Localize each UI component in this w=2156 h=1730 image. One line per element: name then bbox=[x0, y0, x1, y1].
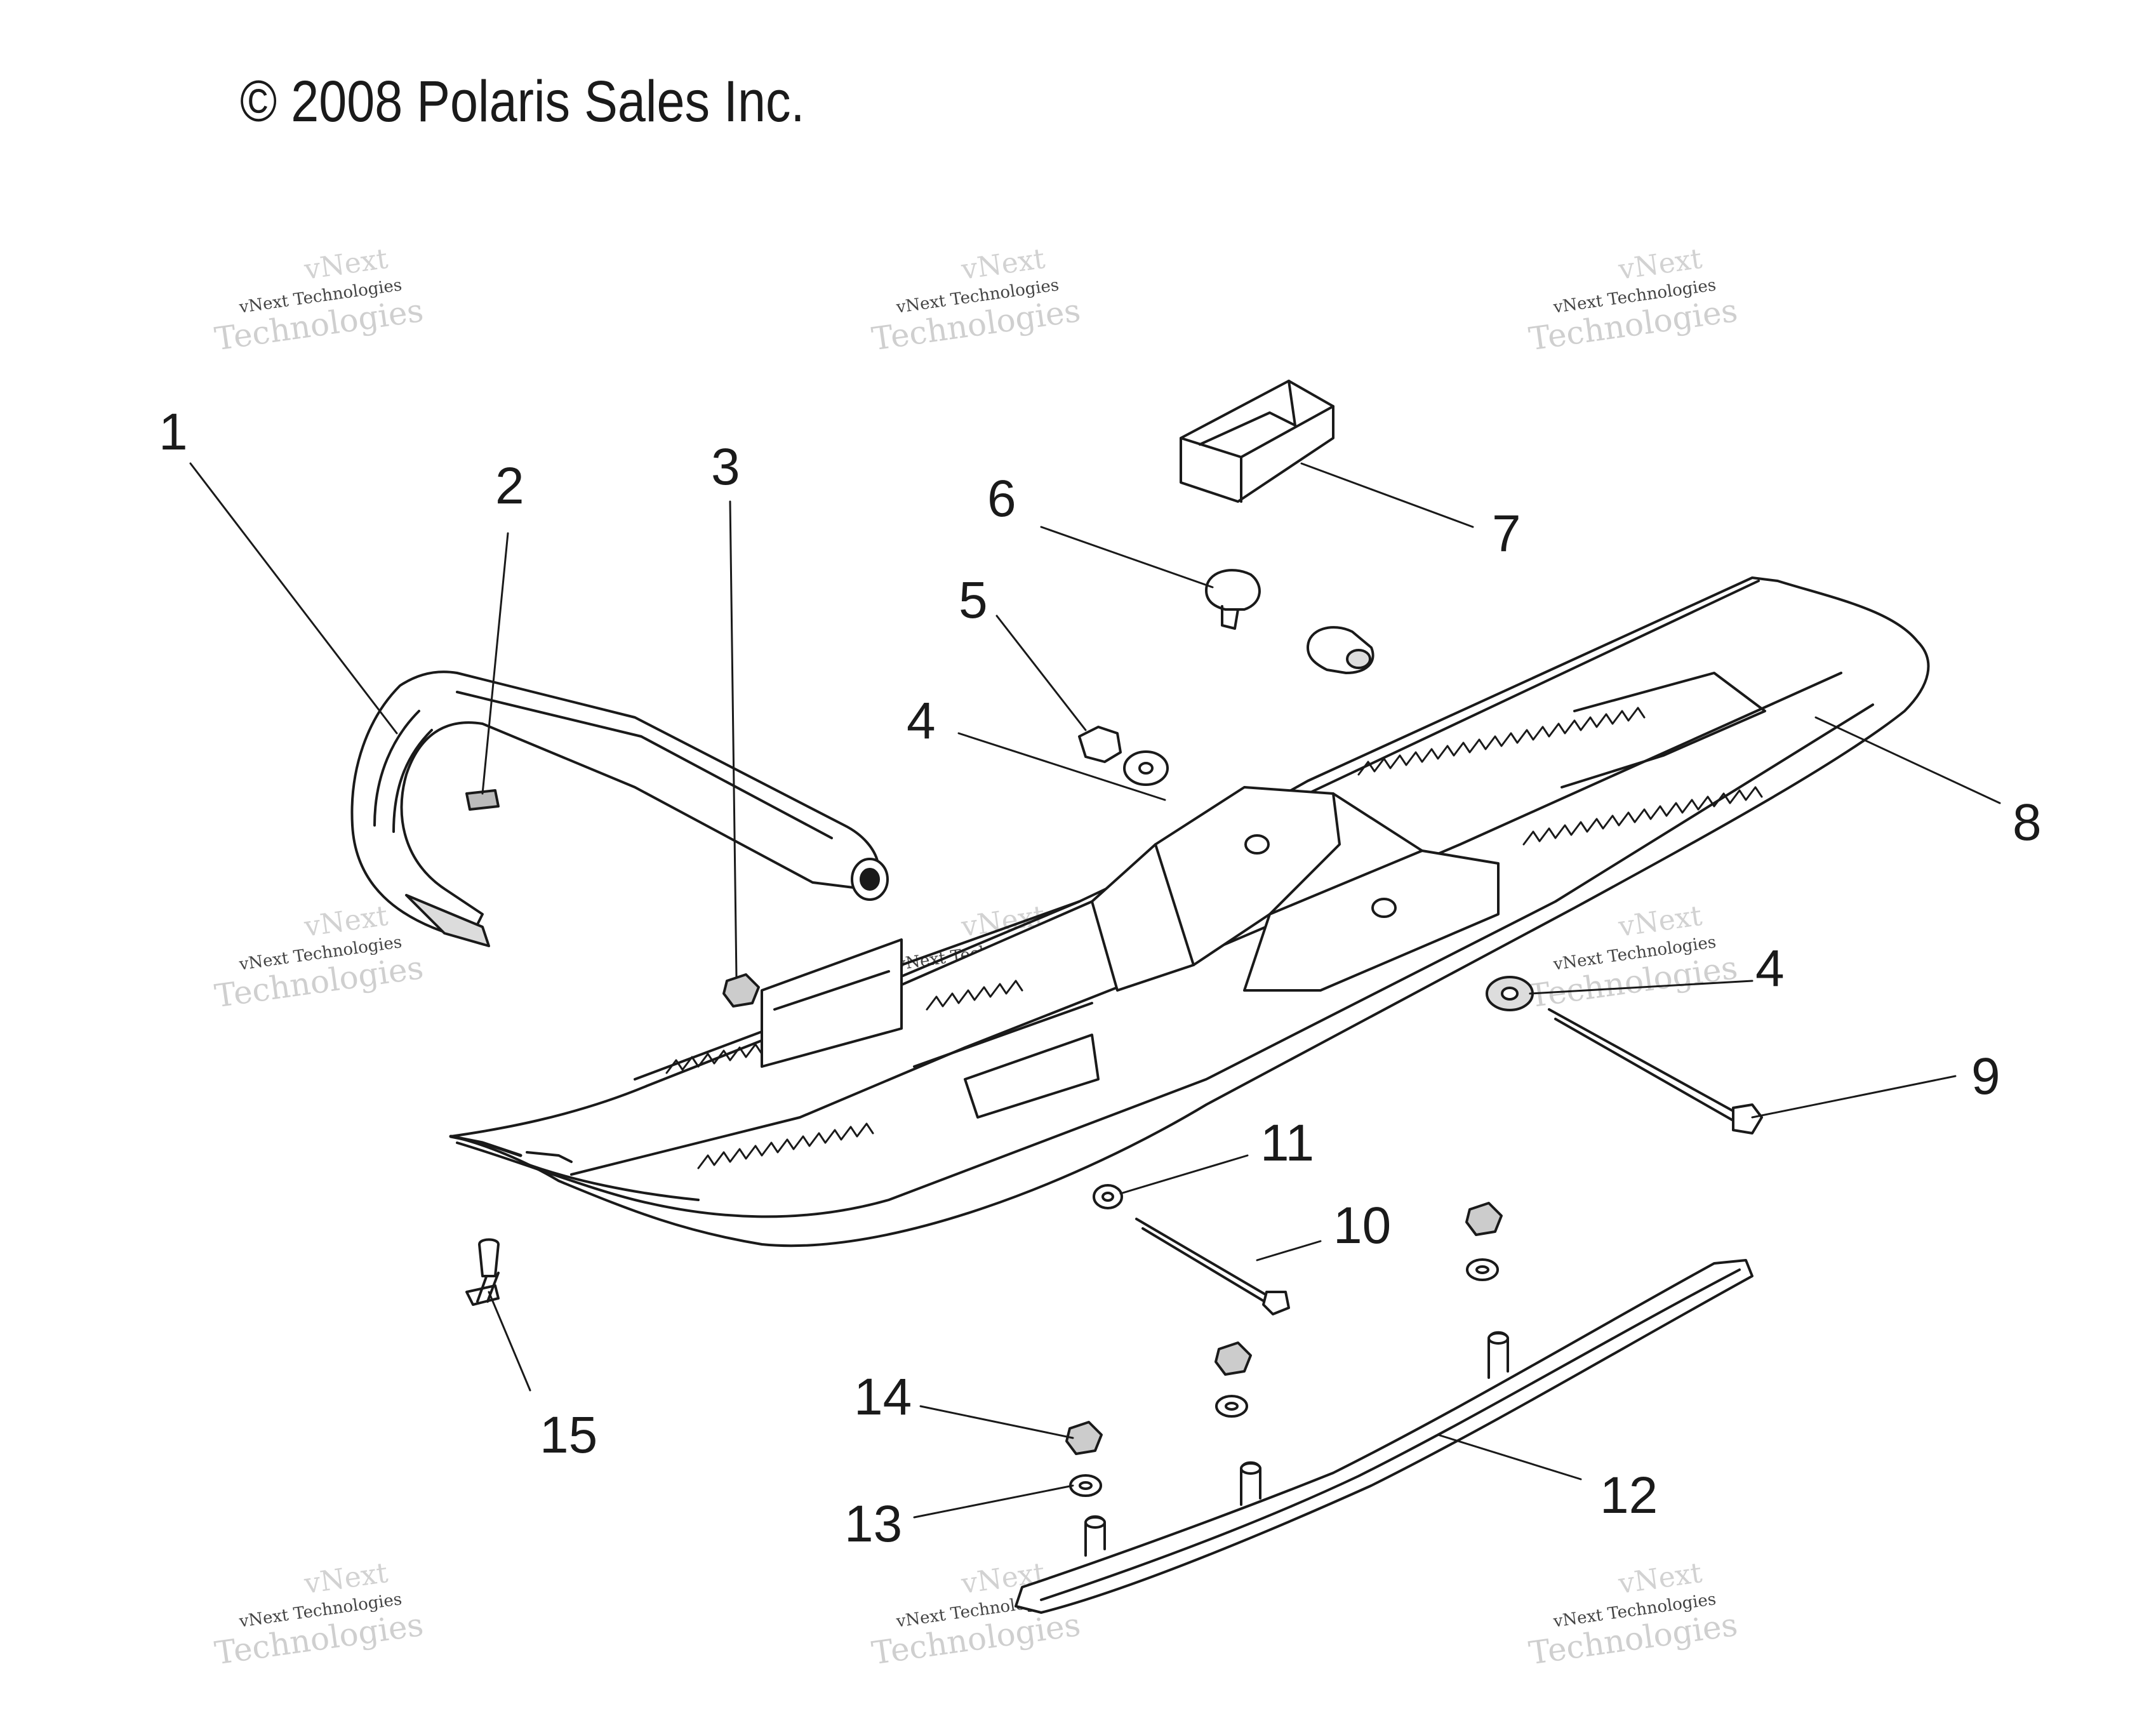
callout-5: 5 bbox=[959, 571, 988, 629]
callout-15: 15 bbox=[540, 1406, 598, 1464]
callout-6: 6 bbox=[987, 470, 1016, 528]
bushing-part bbox=[1307, 626, 1374, 674]
runner-nuts bbox=[1214, 1202, 1503, 1418]
nut-part-3 bbox=[722, 973, 760, 1008]
nut-part-5 bbox=[1078, 726, 1122, 763]
nut-part-14 bbox=[1065, 1421, 1103, 1455]
callout-2: 2 bbox=[495, 457, 524, 515]
decal-part bbox=[465, 789, 500, 811]
screw-part-15 bbox=[465, 1238, 500, 1306]
ski-body-part bbox=[449, 576, 1930, 1248]
callout-4-upper: 4 bbox=[907, 692, 936, 750]
callout-8: 8 bbox=[2013, 794, 2042, 851]
callout-9: 9 bbox=[1971, 1048, 2000, 1105]
bolt-part-6 bbox=[1205, 569, 1261, 630]
washer-part-11 bbox=[1093, 1184, 1123, 1209]
callout-13: 13 bbox=[844, 1495, 903, 1553]
callout-3: 3 bbox=[711, 438, 740, 496]
washer-part-4-upper bbox=[1123, 750, 1169, 786]
bolt-part-10 bbox=[1135, 1218, 1290, 1315]
runner-part-12 bbox=[1015, 1259, 1753, 1614]
wear-block-part bbox=[1180, 380, 1334, 503]
long-bolt-part-9 bbox=[1548, 1008, 1763, 1134]
leader-lines bbox=[189, 462, 2001, 1519]
washer-part-13 bbox=[1069, 1474, 1102, 1497]
handle-part bbox=[350, 670, 889, 947]
callout-10: 10 bbox=[1333, 1197, 1392, 1254]
callout-1: 1 bbox=[159, 403, 188, 461]
copyright-notice: © 2008 Polaris Sales Inc. bbox=[240, 69, 805, 134]
callout-14: 14 bbox=[854, 1368, 912, 1426]
callout-4-lower: 4 bbox=[1755, 940, 1785, 997]
callout-7: 7 bbox=[1492, 505, 1521, 562]
callout-12: 12 bbox=[1600, 1467, 1658, 1524]
washer-part-4-lower bbox=[1486, 976, 1534, 1011]
callout-11: 11 bbox=[1260, 1114, 1315, 1172]
